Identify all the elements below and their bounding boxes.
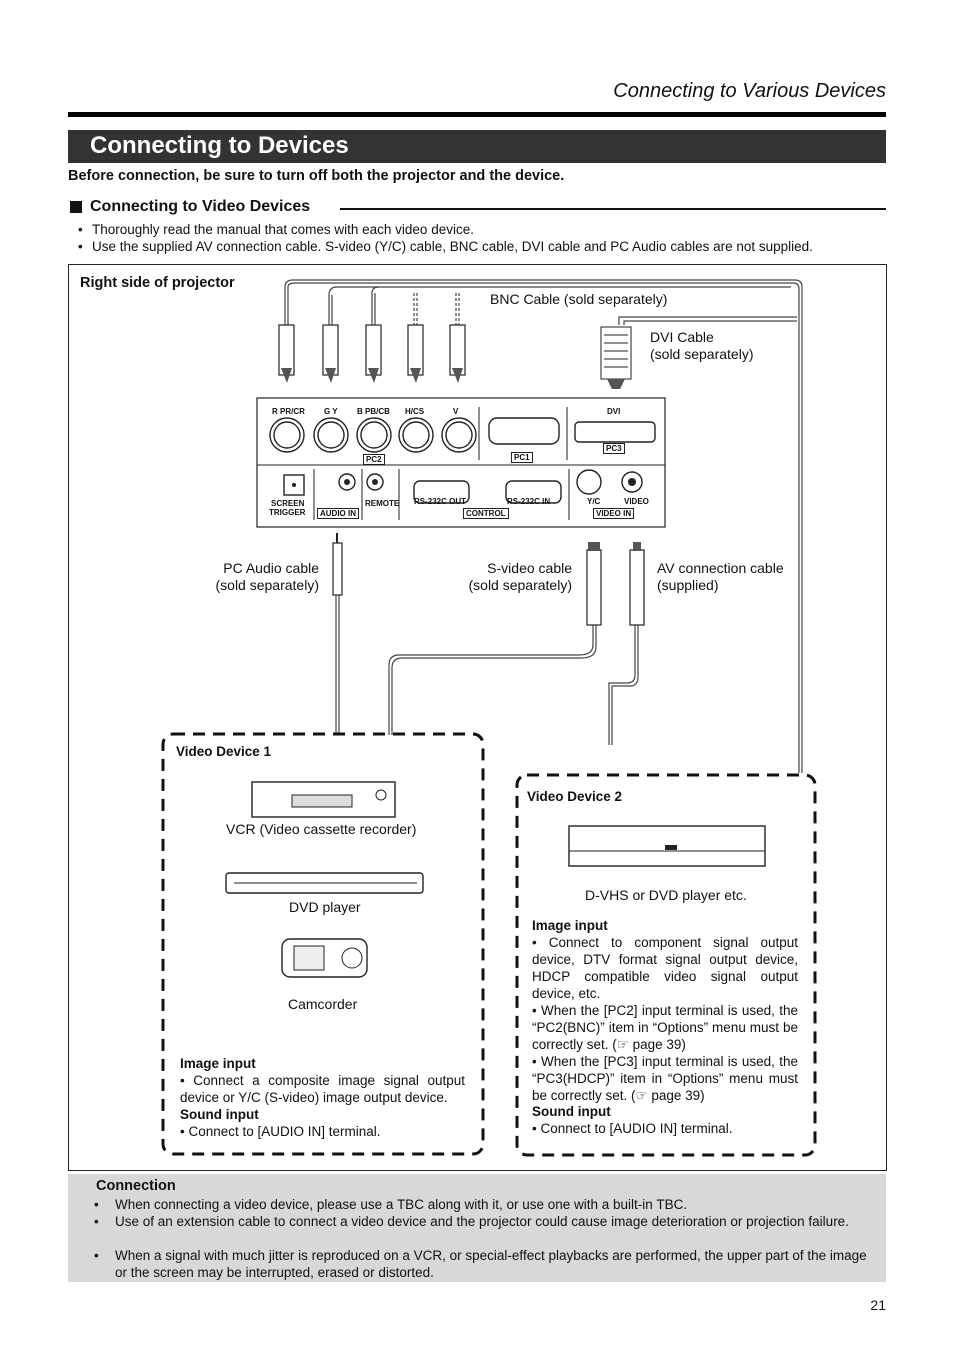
section-title: Connecting to Devices bbox=[90, 132, 349, 159]
bnc-label-hcs: H/CS bbox=[405, 407, 425, 416]
av-cable-label: (supplied) bbox=[657, 577, 719, 593]
device2-image-input-3: • When the [PC3] input terminal is used,… bbox=[532, 1054, 798, 1103]
connection-diagram: Right side of projector BNC Cable (sold … bbox=[68, 264, 887, 1171]
camcorder-label: Camcorder bbox=[288, 996, 358, 1012]
device1-image-input: • Connect a composite image signal outpu… bbox=[180, 1073, 465, 1105]
device2-sound-input: • Connect to [AUDIO IN] terminal. bbox=[532, 1121, 733, 1136]
page-number: 21 bbox=[870, 1297, 886, 1313]
dvd-label: DVD player bbox=[289, 899, 361, 915]
pc2-label: PC2 bbox=[363, 454, 385, 465]
bnc-cable-label: BNC Cable (sold separately) bbox=[490, 291, 668, 307]
dvi-label: DVI bbox=[607, 407, 621, 416]
device2-image-input-heading: Image input bbox=[532, 918, 608, 933]
connection-item: When connecting a video device, please u… bbox=[94, 1196, 875, 1213]
diagram-graphics bbox=[161, 279, 817, 1157]
device2-image-input-1: • Connect to component signal output dev… bbox=[532, 935, 798, 1001]
control-label: CONTROL bbox=[463, 508, 509, 519]
svideo-cable-label: S-video cable bbox=[487, 560, 572, 576]
device1-image-input-heading: Image input bbox=[180, 1056, 256, 1071]
bnc-label-b: B PB/CB bbox=[357, 407, 390, 416]
square-bullet-icon bbox=[70, 201, 82, 213]
subsection-title: Connecting to Video Devices bbox=[90, 198, 311, 215]
screen-trigger-label: TRIGGER bbox=[269, 508, 306, 517]
bnc-label-r: R PR/CR bbox=[272, 407, 305, 416]
remote-label: REMOTE bbox=[365, 499, 400, 508]
pc3-label: PC3 bbox=[603, 443, 625, 454]
rs232-out-label: RS-232C OUT bbox=[414, 497, 467, 506]
device2-image-input-2: • When the [PC2] input terminal is used,… bbox=[532, 1003, 798, 1052]
connection-item: When a signal with much jitter is reprod… bbox=[94, 1247, 875, 1281]
bnc-label-v: V bbox=[453, 407, 459, 416]
header-rule bbox=[68, 112, 886, 117]
connection-heading: Connection bbox=[96, 1178, 176, 1194]
warning-text: Before connection, be sure to turn off b… bbox=[68, 168, 565, 184]
dvhs-label: D-VHS or DVD player etc. bbox=[585, 887, 747, 903]
running-header: Connecting to Various Devices bbox=[613, 80, 886, 102]
rs232-in-label: RS-232C IN bbox=[507, 497, 551, 506]
projector-label: Right side of projector bbox=[80, 275, 235, 291]
dvi-cable-label: (sold separately) bbox=[650, 346, 754, 362]
connection-item: Use of an extension cable to connect a v… bbox=[94, 1213, 875, 1230]
yc-label: Y/C bbox=[587, 497, 601, 506]
device2-sound-input-heading: Sound input bbox=[532, 1104, 611, 1119]
screen-trigger-label: SCREEN bbox=[271, 499, 305, 508]
intro-bullet: Thoroughly read the manual that comes wi… bbox=[78, 222, 474, 237]
av-cable-label: AV connection cable bbox=[657, 560, 784, 576]
dvi-cable-label: DVI Cable bbox=[650, 329, 714, 345]
bnc-label-g: G Y bbox=[324, 407, 338, 416]
video-device-2-title: Video Device 2 bbox=[527, 789, 623, 804]
audio-in-label: AUDIO IN bbox=[317, 508, 359, 519]
subsection-rule bbox=[340, 208, 886, 210]
video-in-label: VIDEO IN bbox=[593, 508, 635, 519]
video-device-1-title: Video Device 1 bbox=[176, 744, 272, 759]
intro-bullet: Use the supplied AV connection cable. S-… bbox=[78, 239, 813, 254]
pc1-label: PC1 bbox=[511, 452, 533, 463]
pc-audio-cable-label: (sold separately) bbox=[215, 577, 320, 593]
device1-sound-input: • Connect to [AUDIO IN] terminal. bbox=[180, 1124, 381, 1139]
connection-notes: Connection When connecting a video devic… bbox=[68, 1174, 886, 1282]
video-label: VIDEO bbox=[624, 497, 649, 506]
svideo-cable-label: (sold separately) bbox=[468, 577, 573, 593]
pc-audio-cable-label: PC Audio cable bbox=[223, 560, 319, 576]
vcr-label: VCR (Video cassette recorder) bbox=[226, 821, 417, 837]
section-title-bar: Connecting to Devices bbox=[68, 130, 886, 163]
device1-sound-input-heading: Sound input bbox=[180, 1107, 259, 1122]
